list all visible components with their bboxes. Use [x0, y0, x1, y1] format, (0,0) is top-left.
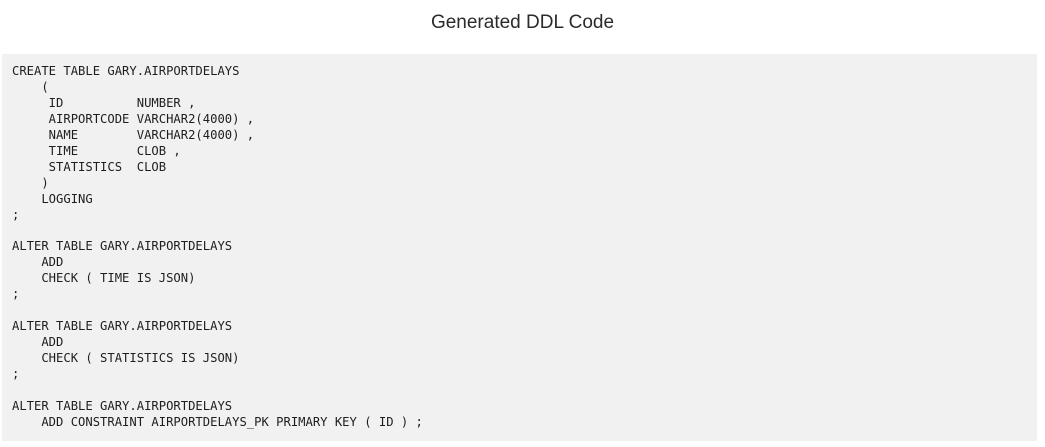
ddl-code-panel[interactable]: CREATE TABLE GARY.AIRPORTDELAYS ( ID NUM…: [2, 54, 1037, 441]
dialog-title: Generated DDL Code: [430, 12, 615, 33]
ddl-code-text[interactable]: CREATE TABLE GARY.AIRPORTDELAYS ( ID NUM…: [12, 64, 423, 429]
